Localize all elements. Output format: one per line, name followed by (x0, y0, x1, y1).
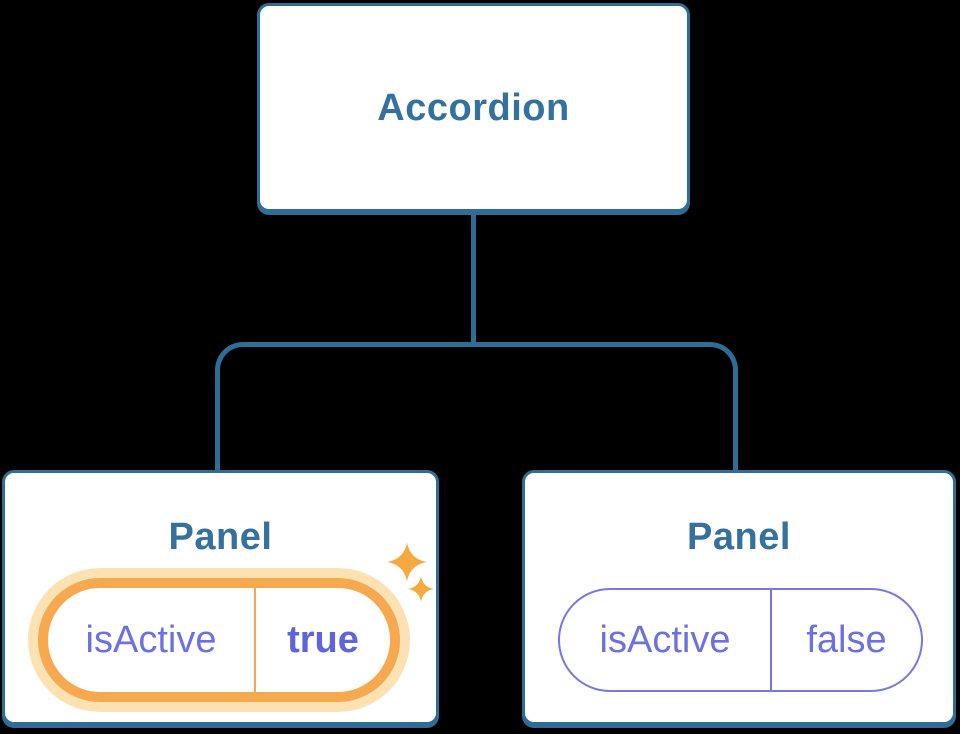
prop-pill-isactive-true: isActive true (38, 578, 400, 702)
tree-node-accordion: Accordion (257, 3, 690, 212)
tree-node-panel-inactive: Panel isActive false (522, 470, 956, 725)
connector-root-stub (471, 210, 476, 346)
node-label-accordion: Accordion (377, 86, 570, 129)
node-label-panel-right: Panel (687, 516, 791, 558)
prop-name-label: isActive (48, 588, 256, 692)
prop-value-label: false (806, 619, 887, 661)
prop-name-label: isActive (560, 590, 772, 690)
tree-node-panel-active: Panel isActive true (2, 470, 439, 725)
node-label-panel-left: Panel (168, 516, 273, 558)
connector-branch-bracket (215, 342, 738, 470)
prop-pill-isactive-false: isActive false (558, 588, 923, 692)
sparkles-icon (387, 542, 434, 602)
prop-value-label: true (287, 619, 359, 661)
